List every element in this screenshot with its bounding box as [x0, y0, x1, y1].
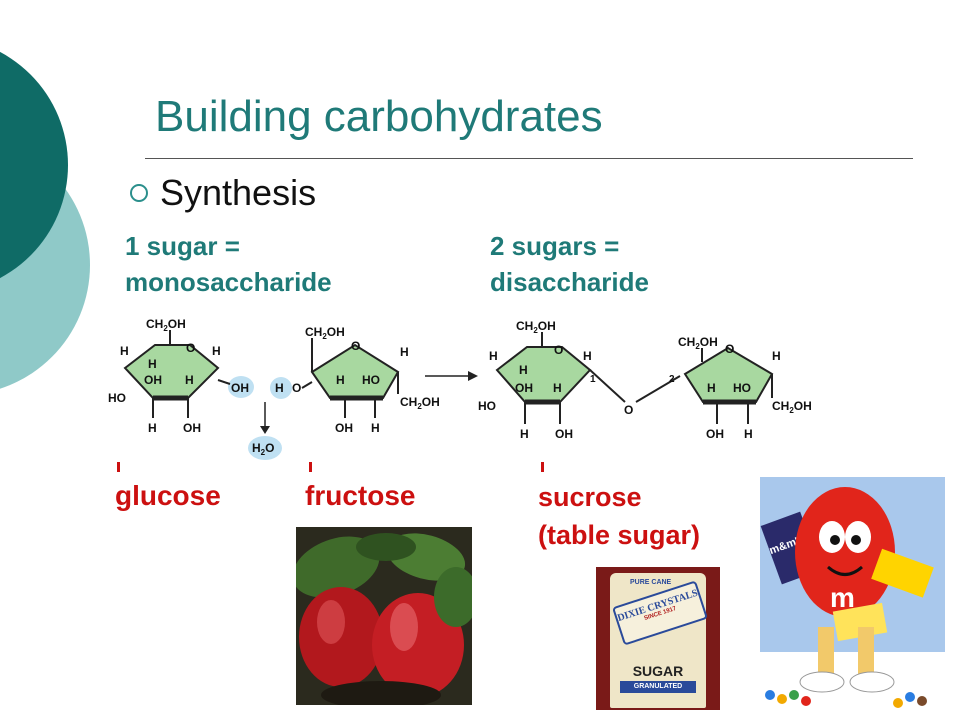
svg-text:H: H: [707, 381, 716, 395]
svg-text:H: H: [212, 344, 221, 358]
svg-text:HO: HO: [733, 381, 751, 395]
svg-text:H: H: [772, 349, 781, 363]
svg-text:CH2OH: CH2OH: [516, 319, 556, 335]
svg-text:H: H: [185, 373, 194, 387]
di-label-line2: disaccharide: [490, 267, 649, 297]
red-mm-body: [795, 487, 895, 617]
bullet-circle-icon: [130, 184, 148, 202]
svg-text:2: 2: [669, 374, 675, 385]
water-elimination: H H2O: [248, 377, 292, 460]
svg-text:H: H: [519, 363, 528, 377]
svg-text:OH: OH: [706, 427, 724, 441]
fructose-tick: [309, 462, 312, 472]
glycosidic-oxygen: O: [624, 403, 633, 417]
svg-text:OH: OH: [144, 373, 162, 387]
reaction-arrow: [425, 371, 478, 381]
svg-text:O: O: [725, 342, 734, 356]
svg-text:O: O: [292, 381, 301, 395]
svg-text:HO: HO: [108, 391, 126, 405]
sucrose-glucose-unit: CH2OH O H H H OH H HO 1 H OH: [478, 319, 626, 441]
bullet-synthesis: Synthesis: [160, 172, 317, 213]
svg-text:H: H: [744, 427, 753, 441]
fructose-label: fructose: [305, 480, 416, 511]
svg-text:HO: HO: [362, 373, 380, 387]
apples-photo: [296, 527, 472, 705]
candy-pack-right: [871, 548, 934, 598]
svg-text:H: H: [583, 349, 592, 363]
svg-text:CH2OH: CH2OH: [305, 325, 345, 341]
svg-text:CH2OH: CH2OH: [400, 395, 440, 411]
fructose-ring: O CH2OH O H H HO CH2OH OH H: [292, 325, 440, 435]
decorative-circles: [0, 51, 90, 389]
svg-text:OH: OH: [335, 421, 353, 435]
sucrose-label-line1: sucrose: [538, 482, 642, 512]
svg-text:H: H: [553, 381, 562, 395]
svg-text:O: O: [554, 343, 563, 357]
svg-text:OH: OH: [555, 427, 573, 441]
svg-text:1: 1: [590, 374, 596, 385]
dark-teal-circle: [0, 51, 68, 279]
svg-text:H: H: [371, 421, 380, 435]
svg-text:H: H: [520, 427, 529, 441]
svg-text:CH2OH: CH2OH: [678, 335, 718, 351]
svg-text:H: H: [336, 373, 345, 387]
di-label: 2 sugars = disaccharide: [490, 228, 649, 300]
svg-text:H2O: H2O: [252, 441, 274, 457]
mono-label: 1 sugar = monosaccharide: [125, 228, 332, 300]
svg-text:OH: OH: [183, 421, 201, 435]
svg-text:H: H: [148, 357, 157, 371]
svg-text:H: H: [275, 381, 284, 395]
title-divider: [145, 158, 913, 159]
svg-text:H: H: [489, 349, 498, 363]
glucose-label: glucose: [115, 480, 221, 511]
sugar-bag: PURE CANE DIXIE CRYSTALS SINCE 1917 SUGA…: [610, 573, 709, 708]
sugar-bag-photo: PURE CANE DIXIE CRYSTALS SINCE 1917 SUGA…: [596, 567, 720, 710]
svg-text:CH2OH: CH2OH: [772, 399, 812, 415]
synthesis-diagram: CH2OH O H H H OH H HO OH H OH H H2O O CH…: [108, 317, 812, 460]
mono-label-line1: 1 sugar =: [125, 231, 240, 261]
svg-text:m: m: [830, 582, 855, 613]
svg-text:CH2OH: CH2OH: [146, 317, 186, 333]
sucrose-label: sucrose (table sugar): [538, 478, 700, 554]
mono-label-line2: monosaccharide: [125, 267, 332, 297]
sucrose-tick: [541, 462, 544, 472]
di-label-line1: 2 sugars =: [490, 231, 620, 261]
svg-text:H: H: [148, 421, 157, 435]
svg-text:O: O: [351, 339, 360, 353]
svg-text:O: O: [186, 341, 195, 355]
mm-character-photo: m&m's m: [760, 477, 945, 708]
slide-title: Building carbohydrates: [155, 92, 603, 141]
glucose-tick: [117, 462, 120, 472]
svg-text:H: H: [120, 344, 129, 358]
glucose-ring: CH2OH O H H H OH H HO OH H OH: [108, 317, 254, 435]
sucrose-label-line2: (table sugar): [538, 520, 701, 550]
svg-text:OH: OH: [231, 381, 249, 395]
svg-text:HO: HO: [478, 399, 496, 413]
svg-text:OH: OH: [515, 381, 533, 395]
brand-banner: DIXIE CRYSTALS SINCE 1917: [611, 580, 709, 646]
sucrose-fructose-unit: 2 O CH2OH H H HO CH2OH OH H: [635, 335, 812, 441]
svg-text:H: H: [400, 345, 409, 359]
